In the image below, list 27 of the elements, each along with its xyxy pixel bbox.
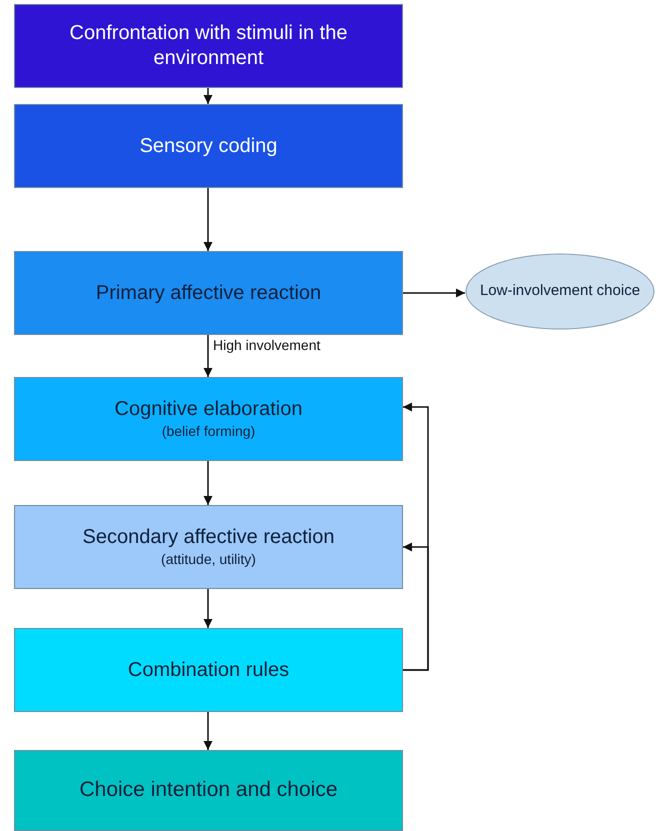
node-title: Low-involvement choice [480,282,640,301]
process-box [14,750,403,831]
node-title: Sensory coding [140,134,278,158]
arrow [204,589,212,628]
edge-label: High involvement [212,337,322,353]
outcome-ellipse [465,253,655,330]
arrow [204,88,212,104]
process-box [14,628,403,712]
node-title: Cognitive elaboration [114,397,302,422]
process-box [14,251,403,335]
node-subtitle: (attitude, utility) [161,550,256,569]
arrow [204,712,212,750]
process-box [14,4,403,88]
node-title: Confrontation with stimuli in the environment [68,21,348,71]
arrow [204,335,212,377]
arrow [204,461,212,505]
process-box [14,104,403,188]
node-title: Secondary affective reaction [82,525,334,550]
arrow [204,188,212,251]
node-title: Combination rules [128,658,290,682]
node-title: Choice intention and choice [79,777,338,804]
arrow [403,542,429,671]
node-subtitle: (belief forming) [162,422,256,441]
process-box [14,377,403,461]
arrow [403,288,465,298]
node-title: Primary affective reaction [96,280,322,306]
process-box [14,505,403,589]
